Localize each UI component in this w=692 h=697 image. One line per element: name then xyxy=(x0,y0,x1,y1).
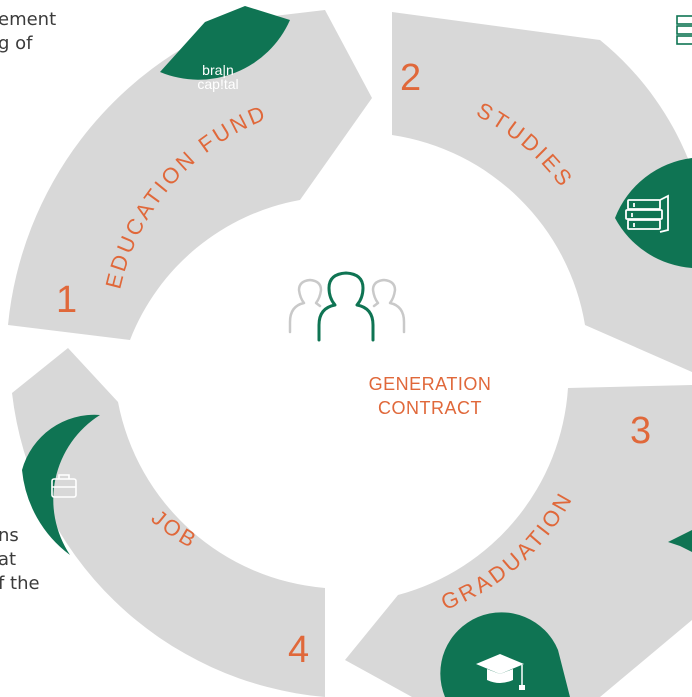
segment-3-band xyxy=(345,385,692,697)
cropped-body-text-top: ement g of xyxy=(0,9,57,54)
segment-3-number: 3 xyxy=(630,410,651,452)
segment-studies: STUDIES 2 xyxy=(392,12,692,372)
segment-4-band xyxy=(12,348,325,697)
logo-line-1: bra|n xyxy=(202,62,234,78)
segment-2-band xyxy=(392,12,692,372)
logo-line-2: cap!tal xyxy=(197,76,238,92)
books-icon xyxy=(625,194,669,233)
segment-2-number: 2 xyxy=(400,57,421,99)
center-title-line-2: CONTRACT xyxy=(378,398,482,418)
center-title: GENERATION CONTRACT xyxy=(320,372,540,420)
books-icon-badge xyxy=(615,158,692,268)
cropped-body-text-bottom: ns at f the xyxy=(0,525,40,594)
graduation-cap-badge xyxy=(440,612,570,697)
segment-education-fund: bra|n cap!tal EDUCATION FUND 1 xyxy=(8,6,372,340)
graduation-cap-icon xyxy=(476,654,525,690)
segment-job: JOB 4 xyxy=(12,348,325,697)
center-title-line-1: GENERATION xyxy=(368,374,492,394)
partial-graduation-cap-icon xyxy=(668,530,692,552)
people-icon xyxy=(288,271,406,342)
partial-books-icon xyxy=(676,15,692,45)
briefcase-icon-badge xyxy=(22,414,100,555)
brain-capital-logo: bra|n cap!tal xyxy=(160,6,290,92)
segment-graduation: GRADUATION 3 xyxy=(345,385,692,697)
segment-1-band xyxy=(8,10,372,340)
segment-4-number: 4 xyxy=(288,629,309,671)
segment-1-number: 1 xyxy=(56,279,77,321)
briefcase-icon xyxy=(51,474,77,498)
